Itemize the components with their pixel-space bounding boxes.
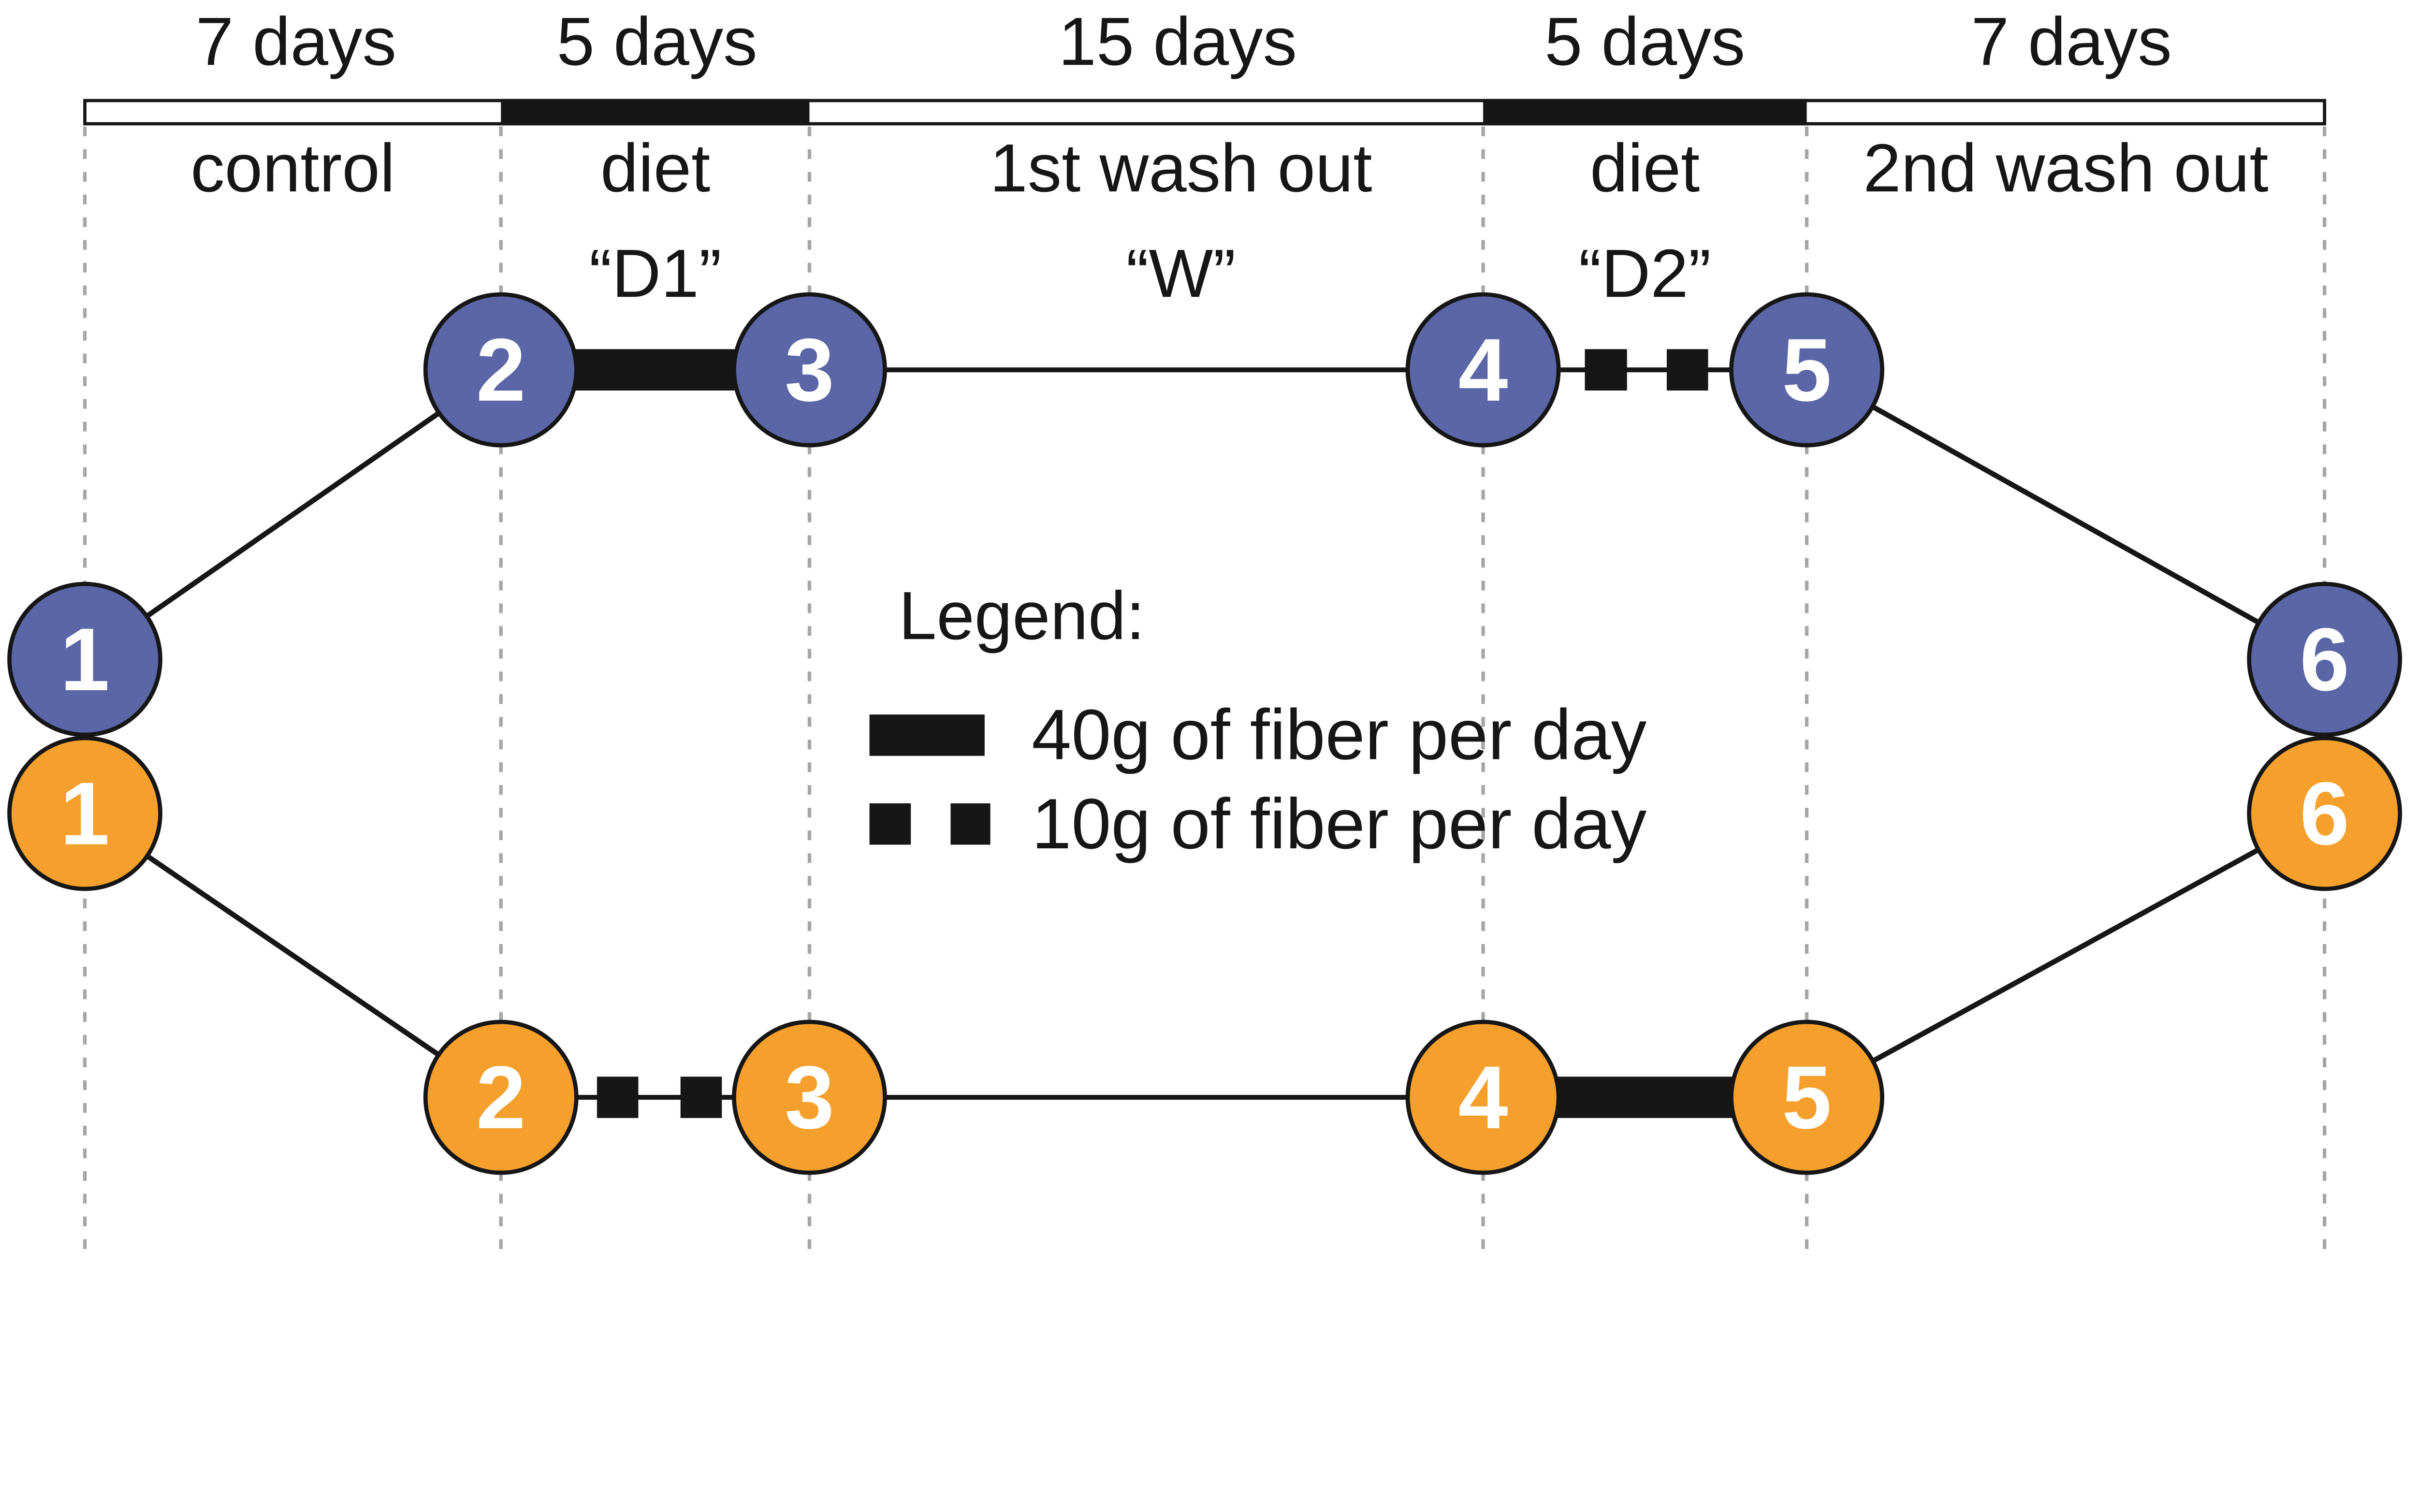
blue-node-3-label: 3 bbox=[785, 320, 834, 420]
blue-node-4: 4 bbox=[1405, 292, 1561, 448]
phase-code-d1: “D1” bbox=[589, 235, 722, 311]
orange-node-2-label: 2 bbox=[476, 1048, 526, 1148]
study-design-figure: 7 days 5 days 15 days 5 days 7 days cont… bbox=[7, 3, 2402, 1257]
duration-label-diet1: 5 days bbox=[556, 3, 757, 79]
thick-bar-icon bbox=[869, 714, 985, 756]
blue-node-5-label: 5 bbox=[1782, 320, 1832, 420]
blue-node-3: 3 bbox=[732, 292, 887, 448]
orange-edge-1-2 bbox=[83, 811, 503, 1100]
blue-node-4-circle bbox=[1405, 292, 1561, 448]
orange-node-2-circle bbox=[423, 1019, 579, 1175]
duration-label-control: 7 days bbox=[196, 3, 396, 79]
blue-node-6: 6 bbox=[2247, 582, 2402, 737]
timeline-bar-track bbox=[83, 99, 2327, 126]
blue-node-4-label: 4 bbox=[1458, 320, 1508, 420]
study-design-diagram: 7 days 5 days 15 days 5 days 7 days cont… bbox=[7, 3, 2402, 1257]
orange-node-4-label: 4 bbox=[1458, 1048, 1508, 1148]
orange-node-6: 6 bbox=[2247, 736, 2402, 891]
orange-node-3: 3 bbox=[732, 1019, 887, 1175]
blue-node-6-circle bbox=[2247, 582, 2402, 737]
blue-node-2: 2 bbox=[423, 292, 579, 448]
timeline-diet2-segment bbox=[1483, 99, 1807, 126]
orange-node-5-circle bbox=[1729, 1019, 1884, 1175]
duration-label-washout1: 15 days bbox=[1058, 3, 1297, 79]
blue-edge-4-5-square-10g-b bbox=[1666, 349, 1708, 391]
orange-arm-nodes: 1 2 3 4 5 6 bbox=[7, 736, 2402, 1175]
blue-node-2-label: 2 bbox=[476, 320, 526, 420]
legend: Legend: 40g of fiber per day 10g of fibe… bbox=[869, 577, 1647, 864]
phase-code-d2: “D2” bbox=[1579, 235, 1711, 311]
orange-edge-2-3-square-10g-b bbox=[680, 1076, 722, 1118]
dashed-squares-icon-b bbox=[950, 803, 990, 845]
orange-node-3-circle bbox=[732, 1019, 887, 1175]
blue-node-6-label: 6 bbox=[2300, 610, 2349, 710]
legend-item-10g-label: 10g of fiber per day bbox=[1032, 784, 1646, 864]
blue-edge-1-2 bbox=[83, 367, 503, 662]
legend-title: Legend: bbox=[899, 577, 1145, 654]
blue-arm-edges bbox=[83, 349, 2326, 662]
phase-label-washout2: 2nd wash out bbox=[1863, 130, 2268, 206]
blue-node-2-circle bbox=[423, 292, 579, 448]
blue-edge-5-6 bbox=[1805, 367, 2326, 662]
orange-node-3-label: 3 bbox=[785, 1048, 834, 1148]
blue-node-1: 1 bbox=[7, 582, 162, 737]
legend-item-40g-label: 40g of fiber per day bbox=[1032, 695, 1646, 774]
duration-label-washout2: 7 days bbox=[1971, 3, 2172, 79]
phase-label-diet1: diet bbox=[600, 130, 710, 206]
orange-node-6-circle bbox=[2247, 736, 2402, 891]
duration-labels: 7 days 5 days 15 days 5 days 7 days bbox=[196, 3, 2172, 79]
blue-node-3-circle bbox=[732, 292, 887, 448]
timeline-diet1-segment bbox=[501, 99, 810, 126]
orange-node-2: 2 bbox=[423, 1019, 579, 1175]
orange-edge-5-6 bbox=[1805, 811, 2326, 1100]
dashed-squares-icon bbox=[869, 803, 911, 845]
orange-node-6-label: 6 bbox=[2300, 764, 2349, 864]
orange-node-5-label: 5 bbox=[1782, 1048, 1832, 1148]
phase-label-diet2: diet bbox=[1590, 130, 1700, 206]
orange-node-4-circle bbox=[1405, 1019, 1561, 1175]
phase-label-washout1: 1st wash out bbox=[990, 130, 1372, 206]
orange-node-4: 4 bbox=[1405, 1019, 1561, 1175]
blue-node-5-circle bbox=[1729, 292, 1884, 448]
phase-code-w: “W” bbox=[1126, 235, 1236, 311]
orange-node-1-circle bbox=[7, 736, 162, 891]
blue-arm-nodes: 1 2 3 4 5 6 bbox=[7, 292, 2402, 737]
timeline-bar bbox=[83, 99, 2327, 126]
blue-edge-4-5-square-10g-a bbox=[1585, 349, 1627, 391]
duration-label-diet2: 5 days bbox=[1544, 3, 1745, 79]
orange-node-1-label: 1 bbox=[60, 764, 110, 864]
orange-node-5: 5 bbox=[1729, 1019, 1884, 1175]
phase-label-control: control bbox=[190, 130, 395, 206]
phase-labels: control diet 1st wash out diet 2nd wash … bbox=[190, 130, 2268, 206]
phase-code-labels: “D1” “W” “D2” bbox=[589, 235, 1711, 311]
blue-node-1-label: 1 bbox=[60, 610, 110, 710]
orange-edge-2-3-square-10g-a bbox=[597, 1076, 639, 1118]
blue-node-5: 5 bbox=[1729, 292, 1884, 448]
orange-node-1: 1 bbox=[7, 736, 162, 891]
blue-node-1-circle bbox=[7, 582, 162, 737]
